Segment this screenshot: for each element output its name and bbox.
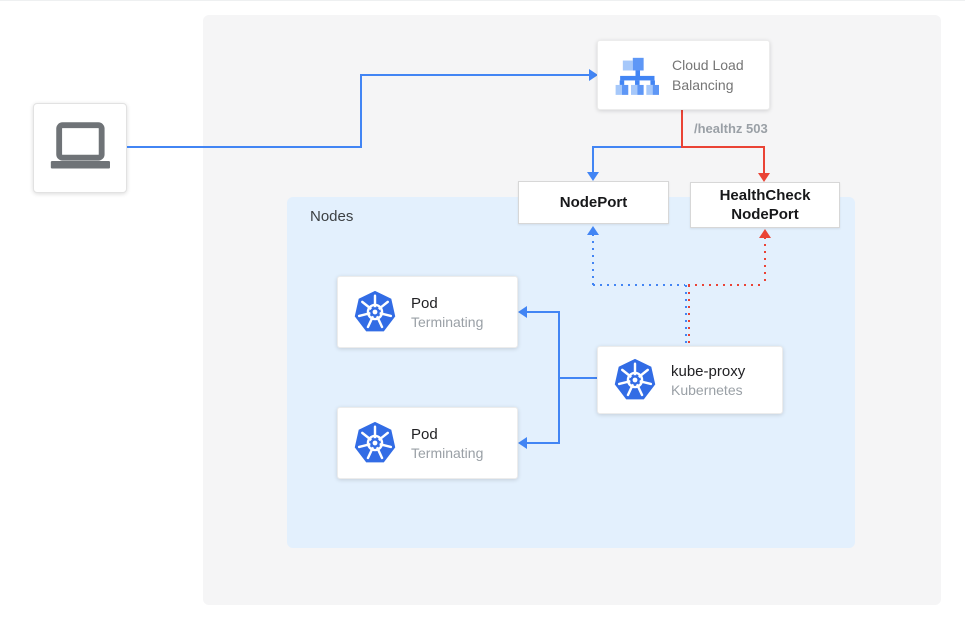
dotted-kubeproxy-up-blue bbox=[685, 285, 687, 346]
connector-branch-red-horizontal bbox=[681, 146, 765, 148]
connector-client-to-clb bbox=[360, 74, 590, 76]
kube-proxy-text: kube-proxy Kubernetes bbox=[671, 362, 745, 399]
arrowhead-up-into-healthcheck bbox=[759, 229, 771, 238]
arrowhead-into-clb bbox=[589, 69, 598, 81]
pod2-text: Pod Terminating bbox=[411, 425, 483, 462]
healthcheck-label-line1: HealthCheck bbox=[719, 187, 811, 204]
arrowhead-into-healthcheck bbox=[758, 173, 770, 182]
pod2-card: Pod Terminating bbox=[337, 407, 518, 479]
connector-kubeproxy-out bbox=[558, 377, 597, 379]
healthcheck-nodeport-box: HealthCheck NodePort bbox=[690, 182, 840, 228]
nodeport-box: NodePort bbox=[518, 181, 669, 224]
pod1-text: Pod Terminating bbox=[411, 294, 483, 331]
dotted-kubeproxy-up-red bbox=[688, 285, 690, 346]
connector-branch-blue-horizontal bbox=[592, 146, 681, 148]
connector-to-pod1 bbox=[526, 311, 558, 313]
kube-proxy-title: kube-proxy bbox=[671, 362, 746, 380]
connector-to-pod2 bbox=[526, 442, 558, 444]
dotted-horizontal-blue bbox=[593, 284, 685, 286]
pod1-title: Pod bbox=[411, 294, 438, 312]
pod1-card: Pod Terminating bbox=[337, 276, 518, 348]
dotted-vertical-to-nodeport bbox=[592, 234, 594, 285]
connector-client-horizontal bbox=[127, 146, 362, 148]
kubernetes-icon bbox=[613, 358, 657, 402]
arrowhead-into-pod2 bbox=[518, 437, 527, 449]
connector-branch-blue-vertical bbox=[592, 146, 594, 173]
connector-branch-red-vertical bbox=[763, 146, 765, 174]
nodes-label: Nodes bbox=[310, 208, 354, 225]
connector-clb-down-red bbox=[681, 110, 683, 147]
pod2-status: Terminating bbox=[411, 444, 484, 461]
healthz-label: /healthz 503 bbox=[694, 121, 768, 136]
connector-client-vertical bbox=[360, 74, 362, 148]
kube-proxy-subtitle: Kubernetes bbox=[671, 381, 743, 398]
arrowhead-into-nodeport bbox=[587, 172, 599, 181]
kube-proxy-card: kube-proxy Kubernetes bbox=[597, 346, 783, 414]
pod2-title: Pod bbox=[411, 425, 438, 443]
arrowhead-into-pod1 bbox=[518, 306, 527, 318]
connector-pods-vertical bbox=[558, 311, 560, 444]
healthcheck-label-line2: NodePort bbox=[731, 206, 799, 223]
load-balancer-icon bbox=[612, 55, 659, 95]
nodeport-label: NodePort bbox=[559, 194, 628, 211]
pod1-status: Terminating bbox=[411, 313, 484, 330]
laptop-icon bbox=[45, 121, 115, 176]
dotted-vertical-to-healthcheck bbox=[764, 237, 766, 285]
arrowhead-up-into-nodeport bbox=[587, 226, 599, 235]
dotted-horizontal-red bbox=[688, 284, 765, 286]
cloud-load-balancing-card: Cloud Load Balancing bbox=[597, 40, 770, 110]
cloud-load-balancing-label: Cloud Load Balancing bbox=[672, 57, 744, 93]
kubernetes-icon bbox=[353, 421, 397, 465]
top-divider bbox=[0, 0, 965, 1]
kubernetes-icon bbox=[353, 290, 397, 334]
client-card bbox=[33, 103, 127, 193]
